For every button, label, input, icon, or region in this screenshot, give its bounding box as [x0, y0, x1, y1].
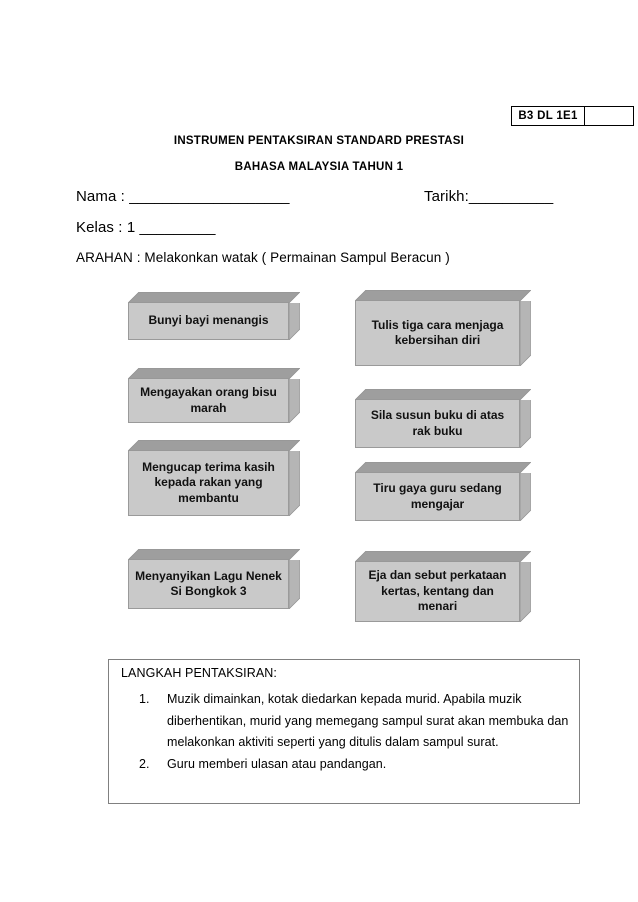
- card-side-face: [520, 562, 531, 622]
- activity-card-label: Tulis tiga cara menjaga kebersihan diri: [371, 317, 504, 347]
- card-top-face: [355, 462, 531, 473]
- activity-card-left-1: Bunyi bayi menangis: [128, 292, 300, 340]
- card-side-face: [520, 301, 531, 366]
- step-text: Muzik dimainkan, kotak diedarkan kepada …: [167, 692, 569, 749]
- page-title: INSTRUMEN PENTAKSIRAN STANDARD PRESTASI: [173, 135, 465, 147]
- step-number: 1.: [139, 692, 150, 706]
- steps-list: 1. Muzik dimainkan, kotak diedarkan kepa…: [139, 689, 569, 775]
- card-front-face: Mengucap terima kasih kepada rakan yang …: [128, 451, 289, 516]
- list-item: 2. Guru memberi ulasan atau pandangan.: [139, 754, 569, 776]
- card-front-face: Mengayakan orang bisu marah: [128, 379, 289, 423]
- list-item: 1. Muzik dimainkan, kotak diedarkan kepa…: [139, 689, 569, 754]
- step-number: 2.: [139, 756, 150, 771]
- assessment-code-table: B3 DL 1E1: [511, 106, 634, 126]
- activity-card-label: Eja dan sebut perkataan kertas, kentang …: [368, 568, 507, 614]
- activity-card-label: Mengayakan orang bisu marah: [140, 385, 277, 415]
- card-top-face: [128, 368, 300, 379]
- card-front-face: Eja dan sebut perkataan kertas, kentang …: [355, 562, 520, 622]
- activity-card-right-2: Sila susun buku di atas rak buku: [355, 389, 531, 448]
- card-top-face: [355, 389, 531, 400]
- activity-card-label: Menyanyikan Lagu Nenek Si Bongkok 3: [135, 568, 282, 598]
- card-top-face: [128, 292, 300, 303]
- card-top-face: [128, 549, 300, 560]
- field-arahan: ARAHAN : Melakonkan watak ( Permainan Sa…: [76, 250, 450, 265]
- table-row: B3 DL 1E1: [511, 106, 634, 126]
- field-nama: Nama : ___________________: [76, 188, 290, 205]
- step-text: Guru memberi ulasan atau pandangan.: [167, 756, 387, 771]
- activity-card-label: Tiru gaya guru sedang mengajar: [373, 481, 502, 511]
- card-top-face: [355, 551, 531, 562]
- activity-card-label: Bunyi bayi menangis: [148, 313, 269, 328]
- field-kelas: Kelas : 1 _________: [76, 219, 216, 236]
- card-front-face: Tiru gaya guru sedang mengajar: [355, 473, 520, 521]
- card-side-face: [289, 451, 300, 516]
- assessment-code-empty-cell: [584, 106, 634, 126]
- assessment-steps-panel: LANGKAH PENTAKSIRAN: 1. Muzik dimainkan,…: [108, 659, 580, 804]
- activity-card-left-4: Menyanyikan Lagu Nenek Si Bongkok 3: [128, 549, 300, 609]
- card-front-face: Sila susun buku di atas rak buku: [355, 400, 520, 448]
- assessment-code-cell: B3 DL 1E1: [511, 106, 585, 126]
- card-side-face: [289, 379, 300, 423]
- activity-card-left-3: Mengucap terima kasih kepada rakan yang …: [128, 440, 300, 516]
- card-front-face: Tulis tiga cara menjaga kebersihan diri: [355, 301, 520, 366]
- page-subtitle: BAHASA MALAYSIA TAHUN 1: [234, 161, 404, 173]
- card-side-face: [520, 400, 531, 448]
- card-top-face: [355, 290, 531, 301]
- activity-card-label: Sila susun buku di atas rak buku: [370, 408, 505, 438]
- activity-card-left-2: Mengayakan orang bisu marah: [128, 368, 300, 423]
- activity-card-right-4: Eja dan sebut perkataan kertas, kentang …: [355, 551, 531, 622]
- steps-title: LANGKAH PENTAKSIRAN:: [121, 666, 277, 680]
- activity-card-right-1: Tulis tiga cara menjaga kebersihan diri: [355, 290, 531, 366]
- field-tarikh: Tarikh:__________: [424, 188, 554, 205]
- card-front-face: Bunyi bayi menangis: [128, 303, 289, 340]
- card-side-face: [520, 473, 531, 521]
- card-side-face: [289, 303, 300, 340]
- activity-card-right-3: Tiru gaya guru sedang mengajar: [355, 462, 531, 521]
- card-front-face: Menyanyikan Lagu Nenek Si Bongkok 3: [128, 560, 289, 609]
- card-side-face: [289, 560, 300, 609]
- card-top-face: [128, 440, 300, 451]
- activity-card-label: Mengucap terima kasih kepada rakan yang …: [142, 459, 275, 505]
